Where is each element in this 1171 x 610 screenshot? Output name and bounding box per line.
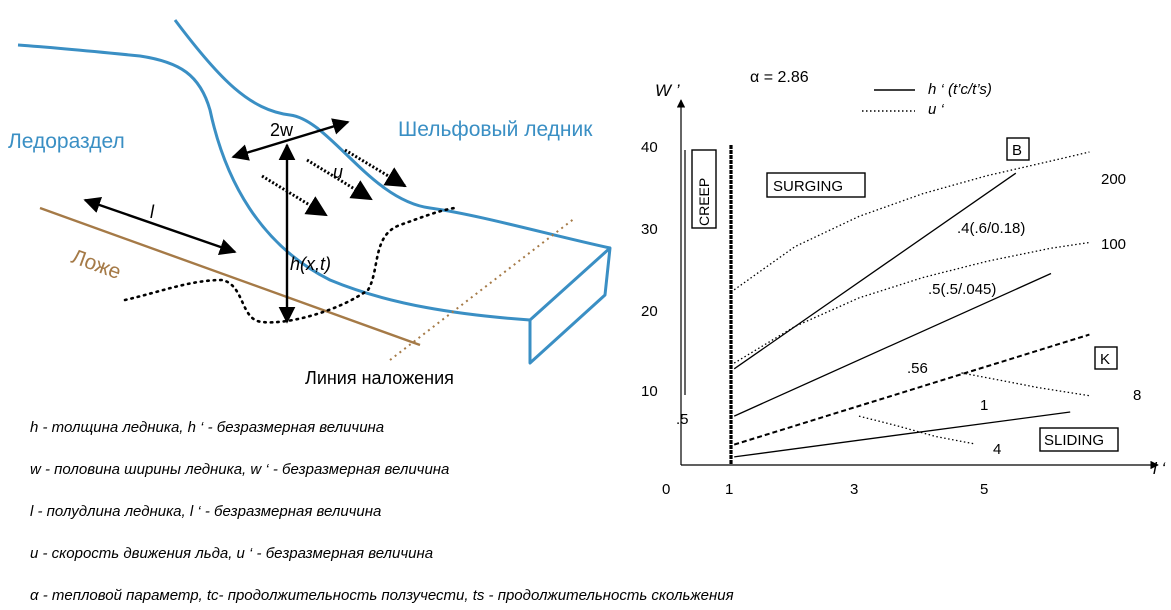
h-series-2 [733,333,1090,446]
legend-solid-text: h ‘ (t’c/t’s) [928,81,992,98]
surging-label: SURGING [773,178,843,195]
creep-label: CREEP [696,178,712,226]
y-tick-20: 20 [641,303,658,320]
label-2w: 2w [270,120,294,140]
legend-u: u - скорость движения льда, u ‘ - безраз… [30,545,433,562]
glacier-terminus [528,246,612,365]
h-series-0 [733,172,1017,370]
sliding-label: SLIDING [1044,432,1104,449]
glacier-lower-edge [17,43,531,322]
h-3-series-label: 1 [980,397,988,414]
k-label: K [1100,351,1110,368]
creep-box [691,149,717,229]
b-box [1006,137,1030,161]
grounding-line [389,217,576,361]
y-axis-label: W ’ [655,81,680,100]
label-divide: Ледораздел [8,130,125,153]
chart: W ’ l ‘ α = 2.86 h ‘ (t’c/t’s) u ‘ 0 1 3… [641,69,1167,498]
u-series-0 [733,151,1090,291]
label-shelf: Шельфовый ледник [398,118,593,141]
velocity-arrow-2 [306,158,373,201]
y-tick-30: 30 [641,221,658,238]
u-3-series-label: 4 [993,441,1001,458]
bed-profile-dotted [123,206,457,324]
legend-w: w - половина ширины ледника, w ‘ - безра… [30,461,449,478]
label-l: l [150,202,155,222]
length-arrow [83,197,237,255]
h-series-1 [733,272,1052,417]
sliding-box [1039,427,1119,452]
series-layer: .4(.6/0.18) .5(.5/.045) .56 1 200 100 8 4 [733,151,1141,458]
glacier-upper-edge [173,19,611,250]
u-2-series-label: 8 [1133,387,1141,404]
label-u: u [333,162,343,182]
x-tick-5: 5 [980,481,988,498]
u-series-3 [858,415,975,445]
h-2-series-label: .56 [907,360,928,377]
legend-l: l - полудлина ледника, l ‘ - безразмерна… [30,503,381,520]
y-tick-40: 40 [641,139,658,156]
u-series-1 [733,241,1090,364]
legend-dotted-text: u ‘ [928,101,945,118]
x-axis-label: l ‘ [1153,459,1167,478]
legend-h: h - толщина ледника, h ‘ - безразмерная … [30,419,384,436]
velocity-arrow-1 [261,174,328,217]
u-series-2 [961,372,1090,397]
creep-value-label: .5 [676,411,689,428]
b-label: B [1012,142,1022,159]
h-1-series-label: .5(.5/.045) [928,281,996,298]
h-series-3 [734,411,1071,458]
legend-alpha: α - тепловой параметр, tc- продолжительн… [30,587,734,604]
x-tick-0: 0 [662,481,670,498]
surging-box [766,172,866,198]
glacier-sketch: Ледораздел Шельфовый ледник Ложе Линия н… [8,19,612,388]
label-bed: Ложе [68,245,124,284]
label-grounding: Линия наложения [305,368,454,388]
x-tick-3: 3 [850,481,858,498]
width-arrow [231,118,350,161]
label-h: h(x,t) [290,254,331,274]
k-box [1094,346,1118,370]
x-tick-1: 1 [725,481,733,498]
u-1-series-label: 100 [1101,236,1126,253]
h-0-series-label: .4(.6/0.18) [957,220,1025,237]
u-0-series-label: 200 [1101,171,1126,188]
legend-text: h - толщина ледника, h ‘ - безразмерная … [30,419,734,604]
alpha-label: α = 2.86 [750,69,809,86]
y-tick-10: 10 [641,383,658,400]
